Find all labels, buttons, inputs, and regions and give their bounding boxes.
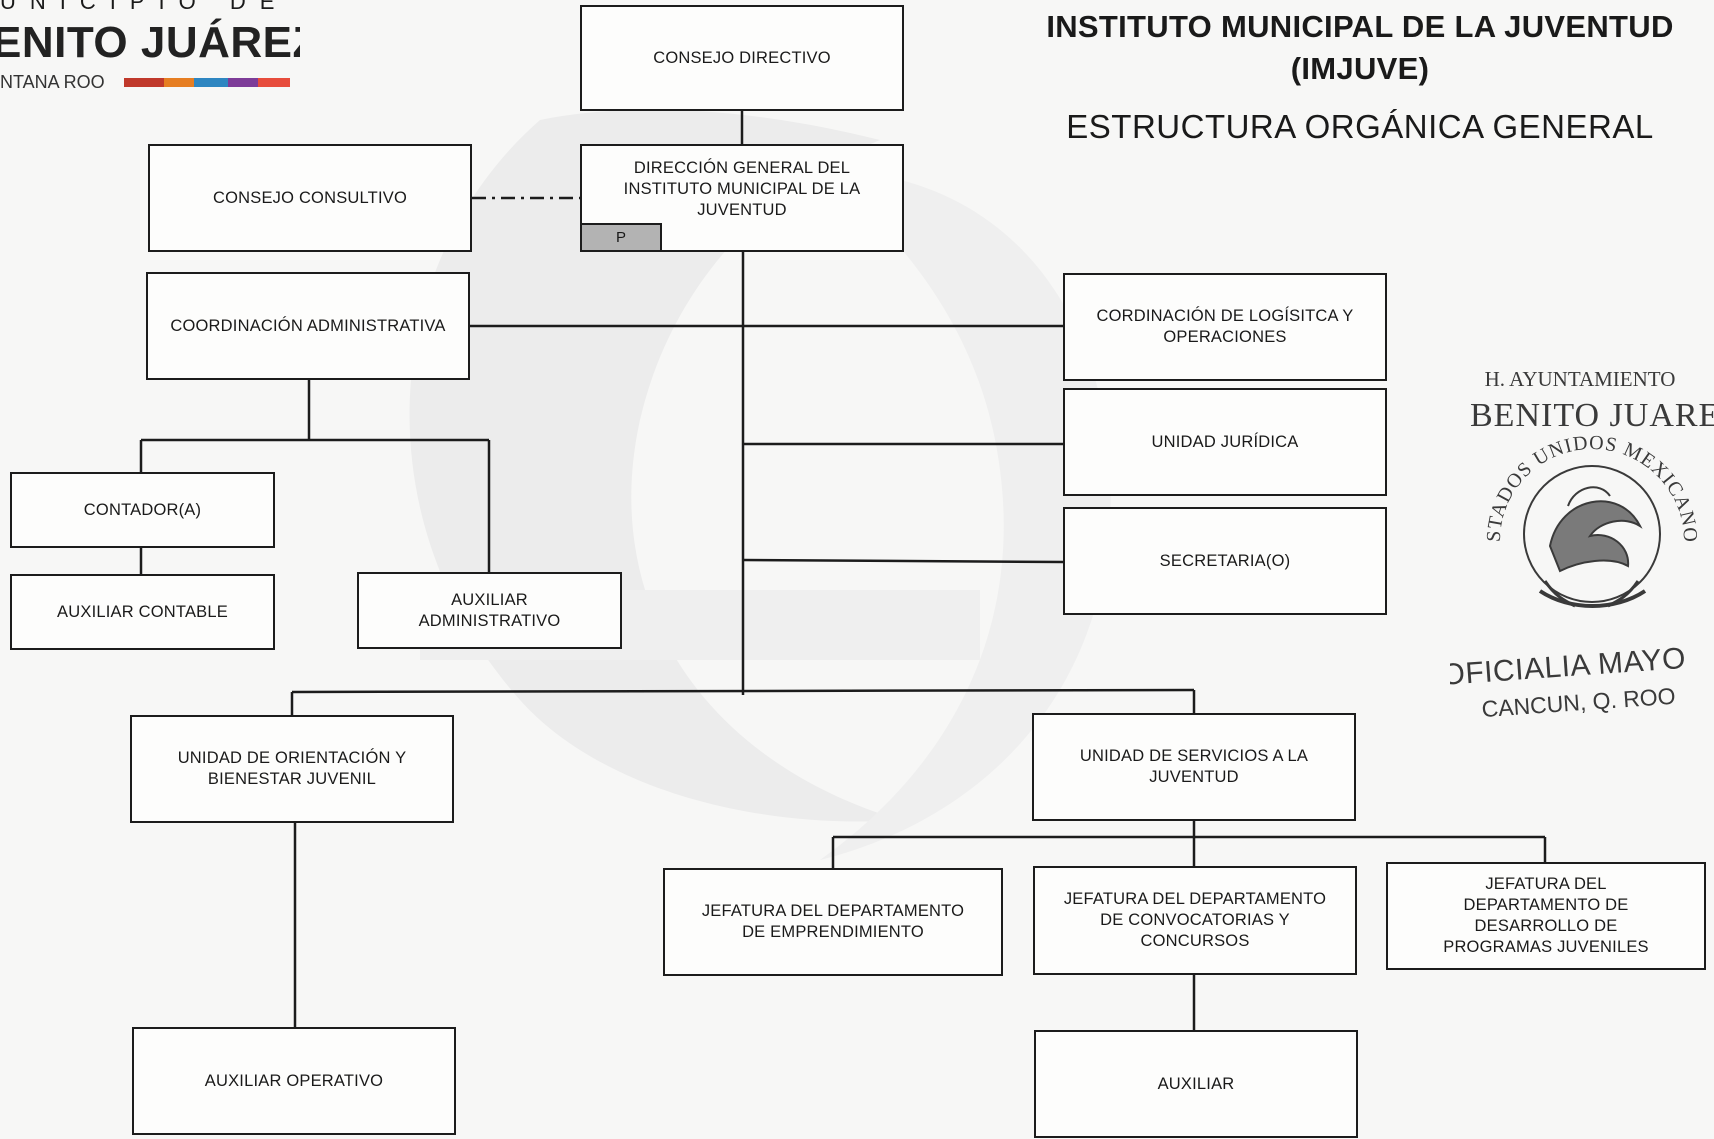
node-auxiliar-administrativo: AUXILIAR ADMINISTRATIVO (357, 572, 622, 649)
node-direccion-general: DIRECCIÓN GENERAL DEL INSTITUTO MUNICIPA… (580, 144, 904, 252)
node-unidad-juridica: UNIDAD JURÍDICA (1063, 388, 1387, 496)
node-coordinacion-administrativa: COORDINACIÓN ADMINISTRATIVA (146, 272, 470, 380)
node-jefatura-programas: JEFATURA DEL DEPARTAMENTO DE DESARROLLO … (1386, 862, 1706, 970)
page-title: INSTITUTO MUNICIPAL DE LA JUVENTUD (IMJU… (1000, 6, 1714, 90)
seal-line1: H. AYUNTAMIENTO (1485, 367, 1676, 391)
logo-line1: UNICIPIO DE (0, 0, 289, 14)
eagle-emblem-icon (1523, 465, 1661, 608)
logo-line2: ENITO JUÁREZ (0, 18, 300, 67)
node-secretaria: SECRETARIA(O) (1063, 507, 1387, 615)
node-contador: CONTADOR(A) (10, 472, 275, 548)
page-subtitle: ESTRUCTURA ORGÁNICA GENERAL (1066, 108, 1654, 145)
node-auxiliar-operativo: AUXILIAR OPERATIVO (132, 1027, 456, 1135)
logo-line3: NTANA ROO (0, 72, 105, 92)
node-unidad-orientacion: UNIDAD DE ORIENTACIÓN Y BIENESTAR JUVENI… (130, 715, 454, 823)
node-consejo-directivo: CONSEJO DIRECTIVO (580, 5, 904, 111)
node-jefatura-emprendimiento: JEFATURA DEL DEPARTAMENTO DE EMPRENDIMIE… (663, 868, 1003, 976)
title-line2: (IMJUVE) (1290, 51, 1430, 86)
node-consejo-consultivo: CONSEJO CONSULTIVO (148, 144, 472, 252)
node-coordinacion-logistica: CORDINACIÓN DE LOGÍSITCA Y OPERACIONES (1063, 273, 1387, 381)
title-line1: INSTITUTO MUNICIPAL DE LA JUVENTUD (1046, 9, 1674, 44)
node-auxiliar-contable: AUXILIAR CONTABLE (10, 574, 275, 650)
municipio-logo: UNICIPIO DE ENITO JUÁREZ NTANA ROO (0, 0, 300, 100)
node-jefatura-convocatorias: JEFATURA DEL DEPARTAMENTO DE CONVOCATORI… (1033, 866, 1357, 975)
seal-line2: BENITO JUARE (1470, 397, 1714, 434)
node-unidad-servicios: UNIDAD DE SERVICIOS A LA JUVENTUD (1032, 713, 1356, 821)
seal-line4: CANCUN, Q. ROO (1481, 683, 1677, 722)
p-marker: P (580, 223, 662, 252)
node-auxiliar: AUXILIAR (1034, 1030, 1358, 1138)
logo-stripes (124, 78, 290, 87)
